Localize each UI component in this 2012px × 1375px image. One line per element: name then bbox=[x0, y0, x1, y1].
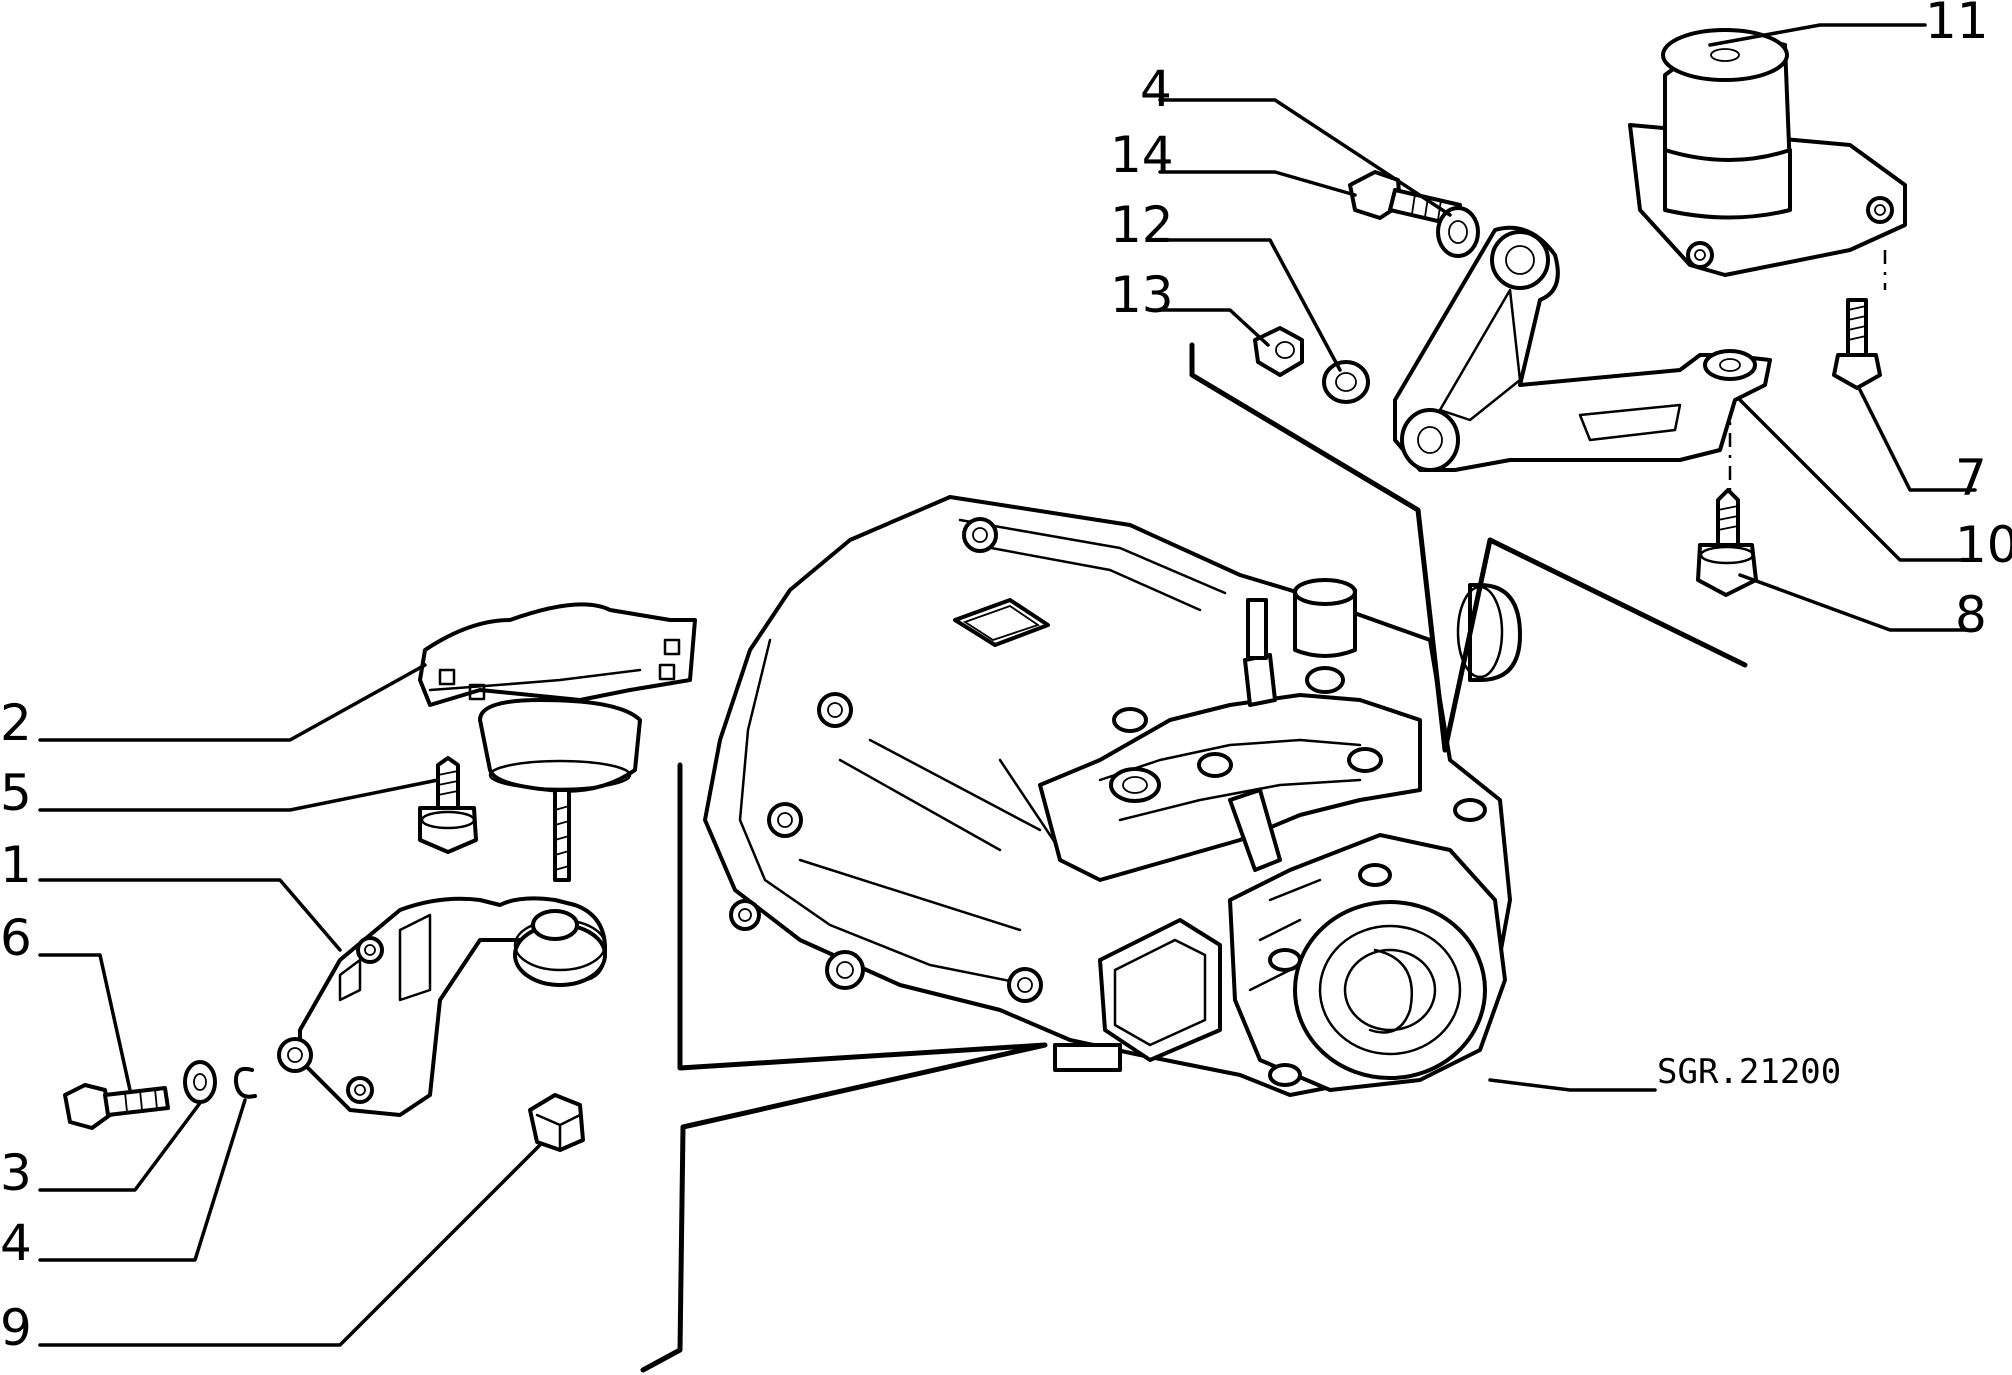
callout-7: 7 bbox=[1955, 449, 1987, 507]
part-4-top-washer bbox=[1436, 206, 1480, 258]
callout-10: 10 bbox=[1955, 516, 2012, 574]
part-5-bolt bbox=[418, 756, 478, 854]
part-1-support-bracket bbox=[277, 896, 607, 1117]
callout-9: 9 bbox=[0, 1299, 32, 1357]
part-12-washer bbox=[1322, 360, 1370, 404]
callout-3: 3 bbox=[0, 1144, 32, 1202]
part-10-support-bracket bbox=[1393, 225, 1772, 472]
callout-13: 13 bbox=[1110, 266, 1174, 324]
callout-14: 14 bbox=[1110, 126, 1174, 184]
leader-lines bbox=[38, 23, 1977, 1347]
part-8-bolt bbox=[1696, 400, 1758, 597]
part-4-bottom-lock-washer bbox=[233, 1066, 257, 1099]
callout-8: 8 bbox=[1955, 586, 1987, 644]
callout-11: 11 bbox=[1925, 0, 1989, 50]
part-9-nut bbox=[528, 1093, 585, 1152]
part-13-nut bbox=[1253, 326, 1304, 377]
assembly-bracket-lines bbox=[640, 342, 1748, 1373]
part-3-washer bbox=[183, 1060, 217, 1104]
part-11-engine-mount bbox=[1628, 28, 1907, 290]
callout-12: 12 bbox=[1110, 196, 1174, 254]
callout-5: 5 bbox=[0, 764, 32, 822]
callout-2: 2 bbox=[0, 694, 32, 752]
callout-1: 1 bbox=[0, 836, 32, 894]
callout-6: 6 bbox=[0, 909, 32, 967]
drawing-reference-code: SGR.21200 bbox=[1657, 1052, 1841, 1092]
gearbox-housing bbox=[703, 495, 1522, 1097]
callout-4-top: 4 bbox=[1140, 60, 1172, 118]
part-6-bolt bbox=[63, 1083, 170, 1130]
callout-4-bottom: 4 bbox=[0, 1214, 32, 1272]
part-7-bolt bbox=[1832, 298, 1882, 390]
part-2-engine-mount bbox=[418, 602, 697, 882]
